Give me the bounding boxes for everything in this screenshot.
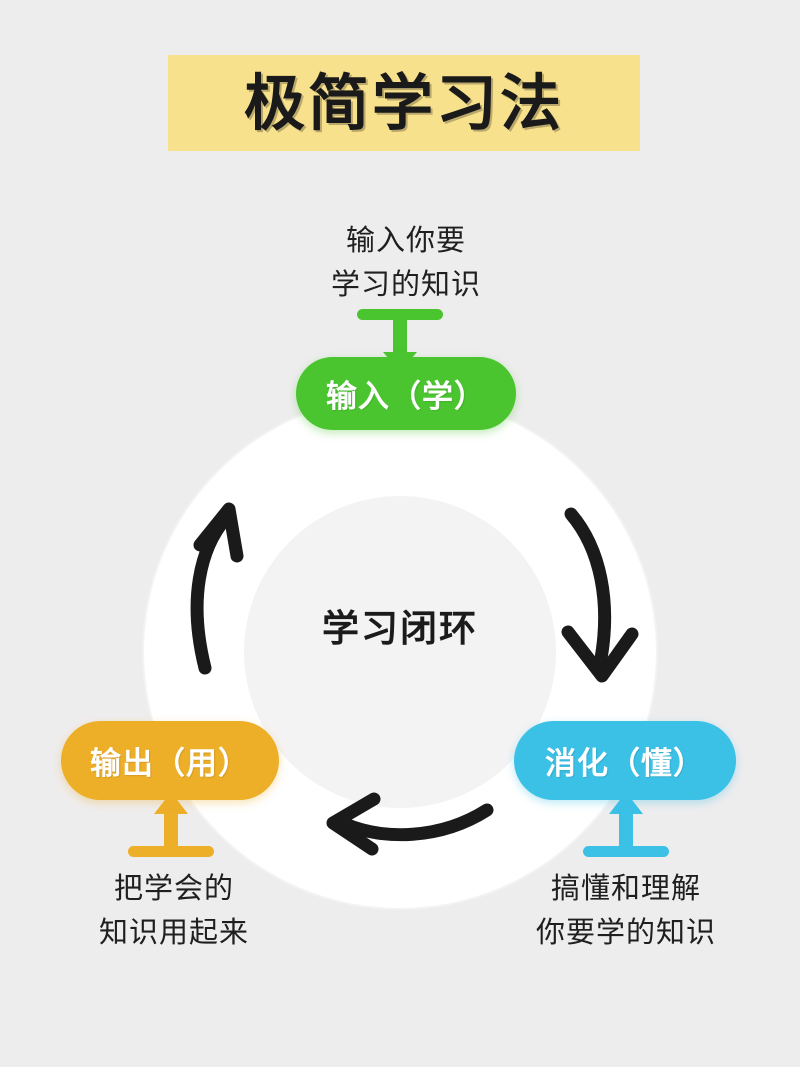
node-digest[interactable]: 消化（懂） — [514, 721, 736, 800]
node-input[interactable]: 输入（学） — [296, 357, 516, 430]
caption-input: 输入你要 学习的知识 — [256, 218, 556, 306]
caption-digest-line-1: 搞懂和理解 — [550, 871, 701, 905]
caption-input-line-1: 输入你要 — [345, 223, 466, 257]
caption-output: 把学会的 知识用起来 — [48, 866, 300, 954]
node-digest-label: 消化（懂） — [545, 746, 705, 782]
caption-input-line-2: 学习的知识 — [330, 267, 481, 302]
connector-digest-up-arrow — [583, 792, 669, 857]
page-title: 极简学习法 — [243, 67, 564, 139]
flow-arrow-bottom — [326, 792, 494, 856]
node-output[interactable]: 输出（用） — [61, 721, 279, 800]
caption-digest-line-2: 你要学的知识 — [535, 915, 716, 950]
node-input-label: 输入（学） — [326, 379, 486, 415]
caption-output-line-1: 把学会的 — [113, 871, 234, 905]
caption-output-line-2: 知识用起来 — [98, 915, 249, 950]
center-label: 学习闭环 — [322, 607, 478, 650]
title-banner: 极简学习法 — [168, 55, 640, 151]
caption-digest: 搞懂和理解 你要学的知识 — [500, 866, 752, 954]
connector-output-up-arrow — [128, 792, 214, 857]
node-output-label: 输出（用） — [90, 746, 250, 782]
